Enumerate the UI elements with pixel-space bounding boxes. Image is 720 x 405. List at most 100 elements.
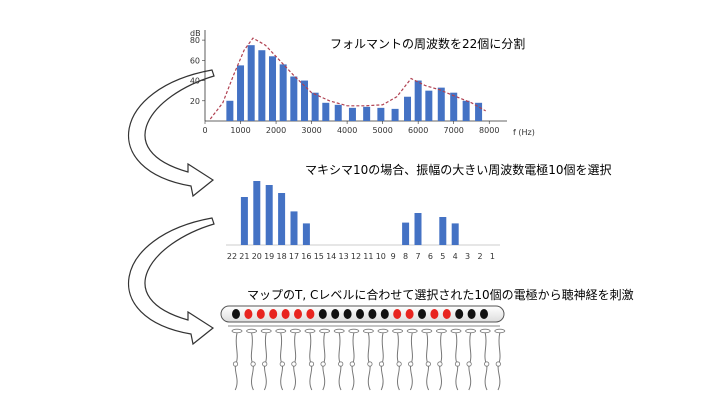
chart2-channel-label: 11 [363, 252, 373, 261]
electrode-active [294, 309, 302, 319]
chart1-bar [322, 102, 330, 121]
nerve-cell-body [279, 361, 285, 367]
chart1-ylabel: dB [190, 29, 201, 38]
nerve-fiber-ending [362, 328, 374, 334]
nerve-fiber-ending [231, 328, 243, 334]
chart1-bars [226, 45, 483, 121]
chart1-bar [290, 76, 298, 121]
electrode-inactive [368, 309, 377, 319]
nerve-fiber-ending [435, 328, 447, 334]
chart1-x-tick-label: 3000 [301, 126, 321, 135]
chart1-x-tick-label: 5000 [372, 126, 392, 135]
chart1-bar [437, 87, 445, 121]
chart1-x-tick-label: 6000 [408, 126, 428, 135]
nerve-cell-body [338, 361, 344, 367]
electrode-inactive [467, 309, 476, 319]
chart2-channel-label: 18 [277, 252, 287, 261]
electrode-active [269, 309, 278, 319]
nerve-fiber-ending [304, 328, 316, 334]
chart2-channel-label: 2 [477, 252, 482, 261]
electrode-inactive [318, 309, 327, 319]
electrode-inactive [418, 309, 426, 319]
nerve-cell-body [425, 361, 431, 367]
formant-envelope-line [209, 37, 486, 120]
nerve-cell-body [232, 361, 239, 367]
chart2-channel-label: 10 [376, 252, 386, 261]
nerve-cell-body [378, 361, 385, 367]
chart2-channel-label: 22 [227, 252, 237, 261]
nerve-cell-body [484, 361, 490, 367]
chart1-x-tick-label: 2000 [266, 126, 286, 135]
chart1-y-tick-label: 80 [190, 36, 200, 45]
chart1-bar [414, 80, 422, 121]
nerve-fiber-ending [421, 328, 433, 334]
chart1-x-tick-label: 0 [202, 126, 207, 135]
nerve-fiber-ending [333, 328, 345, 334]
nerve-cell-body [349, 361, 355, 367]
chart2-bar [439, 217, 447, 245]
chart2-channel-label: 21 [239, 252, 249, 261]
chart2-bar [290, 211, 298, 245]
chart2-channel-label: 9 [391, 252, 396, 261]
nerve-cell-body [262, 361, 268, 367]
chart2-bar [240, 197, 248, 245]
chart1-bar [404, 96, 412, 121]
chart2-channel-label: 17 [289, 252, 299, 261]
nerve-cell-body [466, 361, 472, 367]
chart2-channel-label: 15 [314, 252, 324, 261]
chart2-channel-label: 5 [440, 252, 445, 261]
nerve-fiber-ending [392, 328, 404, 334]
chart1-x-tick-label: 7000 [444, 126, 464, 135]
nerve-cell-body [320, 361, 326, 367]
electrode-array [220, 305, 506, 391]
chart1-x-tick-label: 1000 [230, 126, 250, 135]
chart1-bar [348, 107, 356, 121]
nerve-fiber-ending [260, 328, 272, 334]
chart1-bar [247, 45, 255, 121]
chart1-bar [279, 64, 287, 121]
chart2-bar [265, 185, 273, 245]
caption-step3: マップのT, Cレベルに合わせて選択された10個の電極から聴神経を刺激 [247, 287, 634, 302]
chart1-y-tick-label: 40 [190, 77, 200, 86]
nerve-fiber-ending [465, 328, 477, 334]
chart1-bar [391, 108, 399, 121]
caption-step2: マキシマ10の場合、振幅の大きい周波数電極10個を選択 [305, 162, 612, 177]
chart2-channel-label: 16 [301, 252, 311, 261]
nerve-fiber-ending [406, 328, 418, 334]
nerve-cell-body [437, 361, 443, 367]
chart2-channel-label: 1 [490, 252, 495, 261]
chart2-channel-label: 4 [453, 252, 458, 261]
nerve-fiber-ending [319, 328, 331, 334]
electrode-active [256, 309, 265, 319]
chart2-channel-label: 3 [465, 252, 470, 261]
electrode-active [393, 309, 402, 319]
chart1-x-tick-label: 4000 [337, 126, 357, 135]
chart1-y-tick-label: 60 [190, 56, 200, 65]
chart1-bar [462, 100, 470, 121]
electrode-active [405, 309, 414, 319]
nerve-cell-body [250, 361, 256, 367]
caption-step1: フォルマントの周波数を22個に分割 [330, 36, 525, 51]
electrode-active [442, 309, 451, 319]
nerve-cell-body [308, 361, 315, 367]
chart1-bar [377, 107, 385, 121]
curved-arrow-1 [128, 69, 215, 198]
chart1-bar [300, 80, 308, 121]
nerve-cell-body [454, 361, 461, 367]
chart1-bar [334, 104, 342, 121]
chart1-bar [450, 92, 458, 121]
nerve-cell-body [408, 361, 414, 367]
chart1-bar [425, 90, 433, 121]
electrode-active [244, 309, 253, 319]
nerve-fiber-ending [479, 328, 491, 334]
nerve-fiber-ending [289, 328, 301, 334]
chart2-bar [451, 223, 459, 245]
chart2-bar [302, 223, 310, 245]
electrode-contacts [232, 309, 488, 319]
electrode-active [306, 309, 315, 319]
curved-arrow-2 [128, 217, 215, 346]
electrode-inactive [380, 309, 389, 319]
